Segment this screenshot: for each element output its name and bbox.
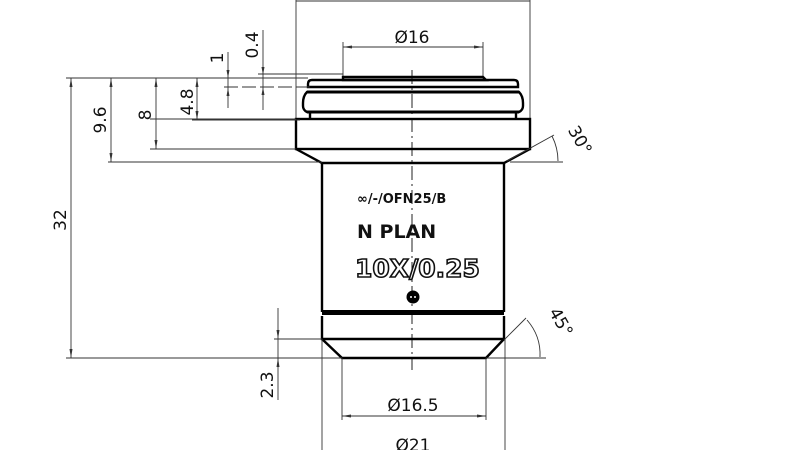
bottom-outer-diameter-dimension: Ø21 (321, 339, 431, 450)
lower-angle-label: 45° (544, 304, 576, 340)
height-dimensions: 32 9.6 8 4.8 1 0.4 2.3 (51, 30, 343, 400)
height-4-8-label: 4.8 (178, 88, 198, 115)
engraving-spec: ∞/-/OFN25/B (357, 192, 446, 207)
bottom-outer-diameter-label: Ø21 (395, 436, 430, 450)
marker-dot (406, 290, 420, 304)
top-diameter-label: Ø16 (394, 28, 429, 48)
chamfer-height-label: 2.3 (258, 371, 278, 398)
height-8-label: 8 (136, 110, 156, 121)
lower-angle-dimension: 45° (486, 304, 577, 450)
bottom-inner-diameter-label: Ø16.5 (387, 396, 438, 416)
height-1-label: 1 (208, 53, 228, 64)
engraving-type: N PLAN (357, 221, 436, 243)
objective-body (294, 75, 532, 360)
upper-angle-label: 30° (563, 122, 595, 158)
upper-angle-dimension: 30° (506, 122, 596, 163)
total-height-label: 32 (51, 209, 71, 231)
height-0-4-label: 0.4 (243, 31, 263, 58)
bottom-inner-diameter-dimension: Ø16.5 (341, 358, 487, 420)
engraving: ∞/-/OFN25/B N PLAN 10X/0.25 (354, 192, 481, 304)
height-9-6-label: 9.6 (91, 106, 111, 133)
top-outer-dimension (295, 0, 531, 118)
engraving-magnification: 10X/0.25 (355, 254, 480, 283)
top-diameter-dimension: Ø16 (342, 28, 484, 76)
